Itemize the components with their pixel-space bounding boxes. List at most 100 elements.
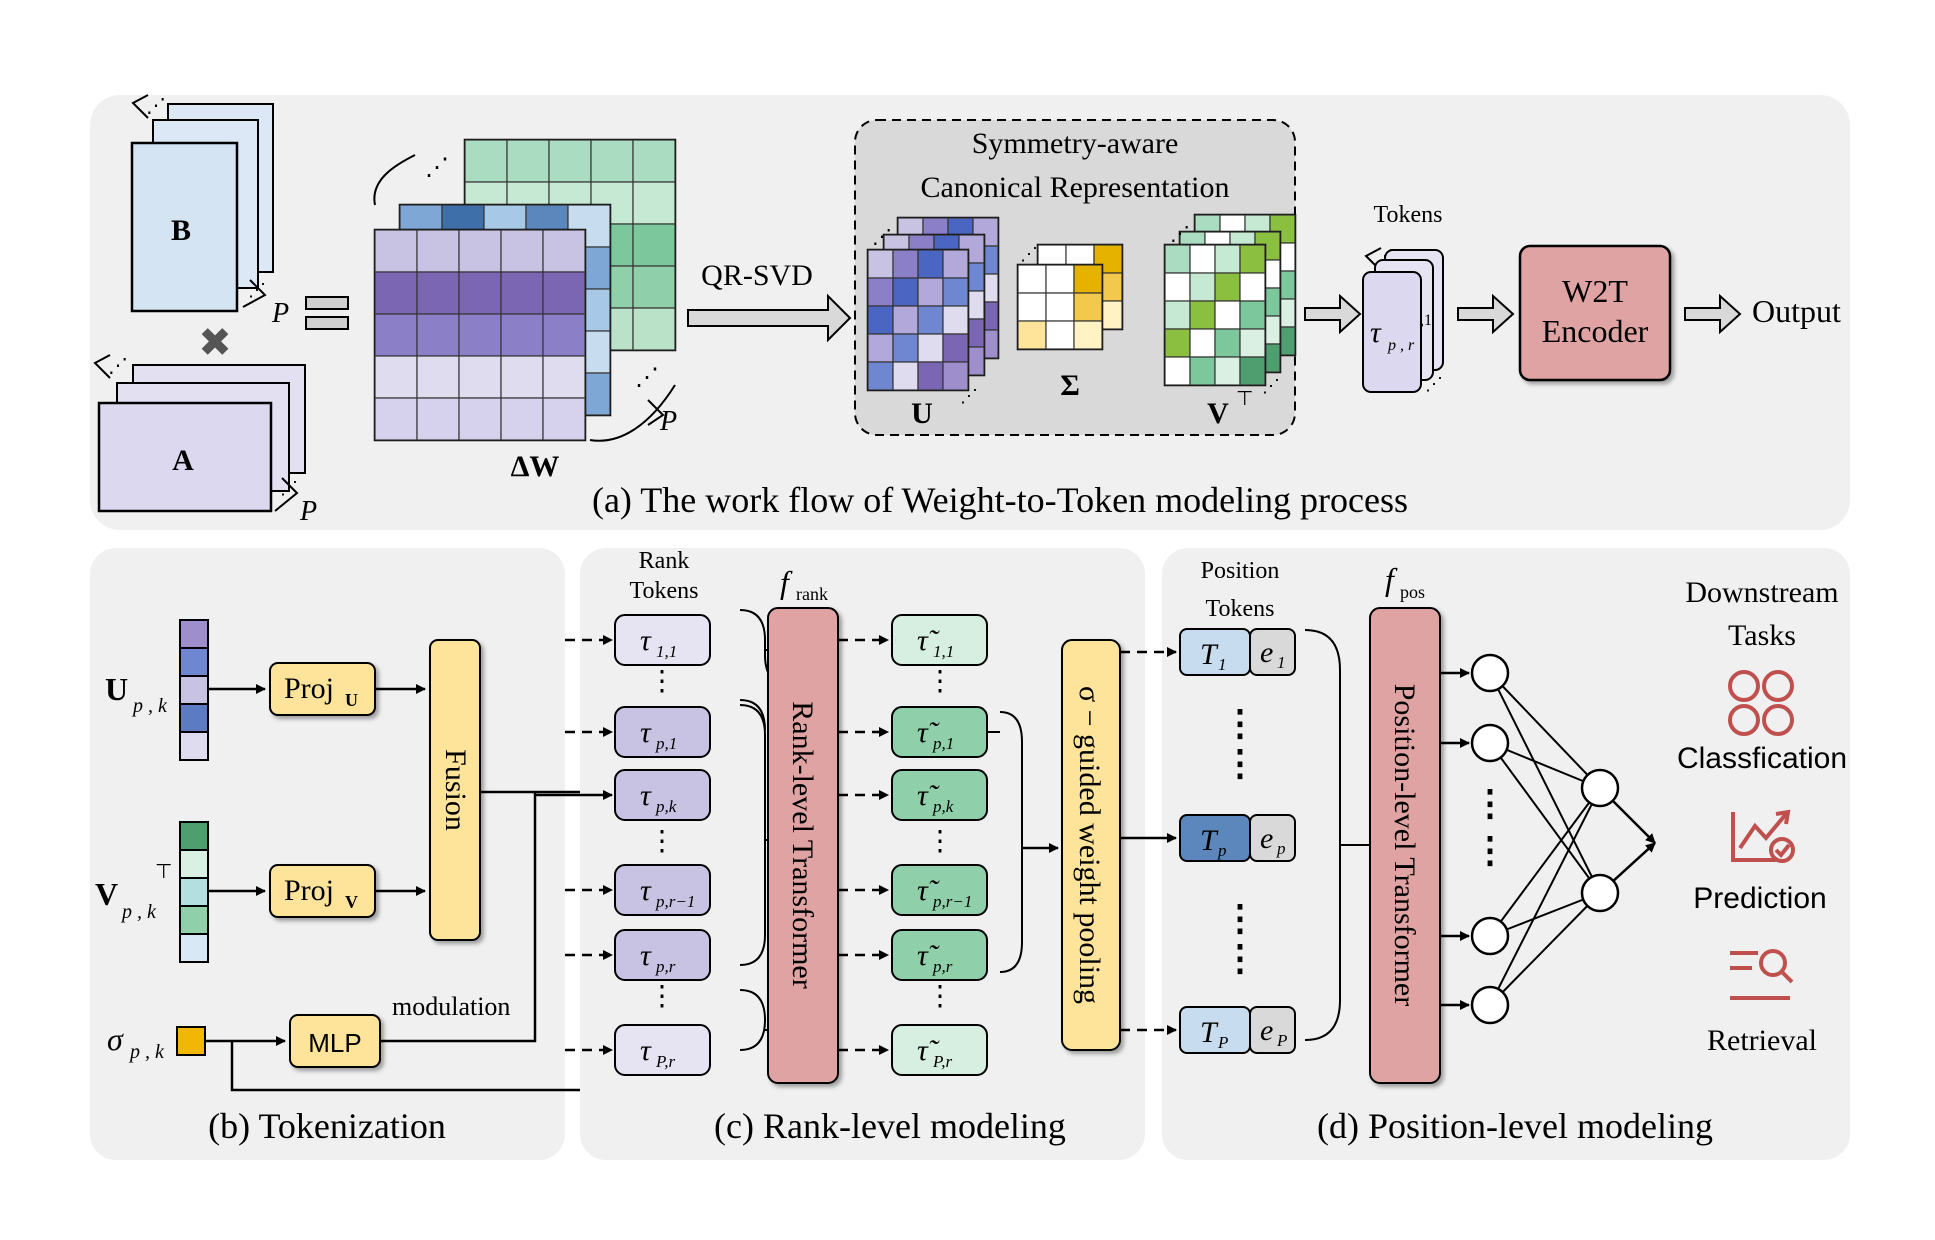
ellipsis: ⋮ (648, 666, 676, 697)
matrix-cell (374, 397, 418, 441)
matrix-cell (892, 361, 919, 391)
sigma-stack-dots: ⋰ (1020, 244, 1038, 264)
v-vector-cell (179, 933, 209, 963)
matrix-cell (1164, 356, 1191, 386)
v-vector-cell (179, 905, 209, 935)
matrix-cell (458, 271, 502, 315)
matrix-cell (1164, 272, 1191, 302)
network-node (1470, 723, 1510, 763)
matrix-cell (374, 313, 418, 357)
multiply-icon: ✖ (198, 321, 232, 365)
rank-token-subscript: p,r−1 (655, 892, 695, 911)
rank-token-0 (614, 614, 711, 666)
rank-token-subscript: p,1 (655, 734, 677, 753)
u-vector-cell (179, 619, 209, 649)
position-embedding-2 (1249, 1006, 1296, 1054)
rank-output-subscript: 1,1 (933, 642, 954, 661)
matrix-cell (500, 397, 544, 441)
matrix-cell (1239, 356, 1266, 386)
proj-u-text: Proj (284, 672, 334, 705)
matrix-cell (416, 229, 460, 273)
v-transpose-sup: ⊤ (1236, 388, 1253, 410)
v-vector-cell (179, 877, 209, 907)
matrix-cell (942, 333, 969, 363)
rank-output-subscript: p,r (932, 957, 953, 976)
panel-d-background (1162, 548, 1850, 1160)
matrix-cell (458, 397, 502, 441)
rank-token-subscript: p,k (655, 797, 677, 816)
matrix-cell (892, 249, 919, 279)
matrix-cell (1045, 292, 1075, 322)
rank-output-token-2 (891, 769, 988, 821)
rank-token-subscript: P,r (655, 1052, 675, 1071)
matrix-cell (1214, 272, 1241, 302)
matrix-cell (1189, 300, 1216, 330)
v-front-grid (1163, 243, 1267, 387)
network-node (1580, 873, 1620, 913)
downstream-line2: Tasks (1728, 619, 1796, 652)
matrix-a-label: A (172, 444, 194, 477)
rank-token-symbol: τ (640, 874, 652, 907)
panel-b-background (90, 548, 565, 1160)
v-pk-sup: ⊤ (155, 861, 172, 883)
output-label: Output (1752, 293, 1841, 329)
matrix-cell (590, 139, 634, 183)
u-label: U (911, 397, 933, 430)
position-embedding-symbol: e (1260, 636, 1273, 669)
matrix-cell (1239, 272, 1266, 302)
sigma-square (176, 1026, 206, 1056)
matrix-cell (917, 305, 944, 335)
encoder-line1: W2T (1562, 273, 1628, 309)
rank-token-symbol: τ (640, 1034, 652, 1067)
modulation-label: modulation (392, 992, 510, 1021)
sigma-matrix-stack: ⋰ (1016, 243, 1124, 351)
arrow-to-output (1684, 293, 1742, 335)
qr-svd-label: QR-SVD (701, 259, 813, 292)
v-vector (179, 821, 209, 963)
matrix-cell (1189, 328, 1216, 358)
matrix-cell (867, 277, 894, 307)
network-ellipsis: ⋮ (1472, 830, 1508, 870)
token-side: ,1 (1420, 312, 1432, 329)
position-embedding-symbol: e (1260, 822, 1273, 855)
svg-text:⋰: ⋰ (635, 365, 659, 391)
panel-c-caption: (c) Rank-level modeling (714, 1106, 1066, 1146)
svg-text:⋰: ⋰ (146, 95, 166, 117)
matrix-cell (1239, 328, 1266, 358)
rank-output-token-0 (891, 614, 988, 666)
matrix-cell (548, 139, 592, 183)
matrix-cell (1017, 320, 1047, 350)
task-retrieval: Retrieval (1707, 1024, 1817, 1057)
matrix-cell (1189, 356, 1216, 386)
rank-token-1 (614, 706, 711, 758)
position-embedding-subscript: 1 (1277, 653, 1286, 672)
matrix-cell (374, 271, 418, 315)
network-ellipsis: ⋮ (1472, 783, 1508, 823)
matrix-cell (867, 249, 894, 279)
matrix-cell (1239, 244, 1266, 274)
task-classification: Classfication (1677, 742, 1847, 775)
token-tau: τ (1370, 316, 1382, 349)
ellipsis: ⋮ (1222, 938, 1258, 978)
rank-token-symbol: τ (640, 779, 652, 812)
ellipsis: ⋮ (648, 981, 676, 1012)
rank-output-bracket (999, 711, 1023, 973)
matrix-cell (892, 333, 919, 363)
matrix-cell (892, 305, 919, 335)
network-edge (1489, 742, 1601, 894)
matrix-cell (500, 271, 544, 315)
matrix-cell (458, 229, 502, 273)
matrix-cell (1164, 300, 1191, 330)
matrix-a-stack: ⋰ A ⋰ P (93, 354, 317, 527)
matrix-cell (374, 355, 418, 399)
position-bracket (1304, 629, 1341, 1041)
position-embedding-subscript: P (1276, 1031, 1287, 1050)
rank-token-subscript: p,r (655, 957, 676, 976)
matrix-cell (1045, 264, 1075, 294)
matrix-cell (500, 313, 544, 357)
network-edge (1489, 742, 1601, 789)
rank-output-subscript: P,r (932, 1052, 952, 1071)
encoder-line2: Encoder (1542, 313, 1649, 349)
matrix-a-p-label: P (299, 496, 317, 527)
pos-tokens-line2: Tokens (1206, 596, 1275, 622)
